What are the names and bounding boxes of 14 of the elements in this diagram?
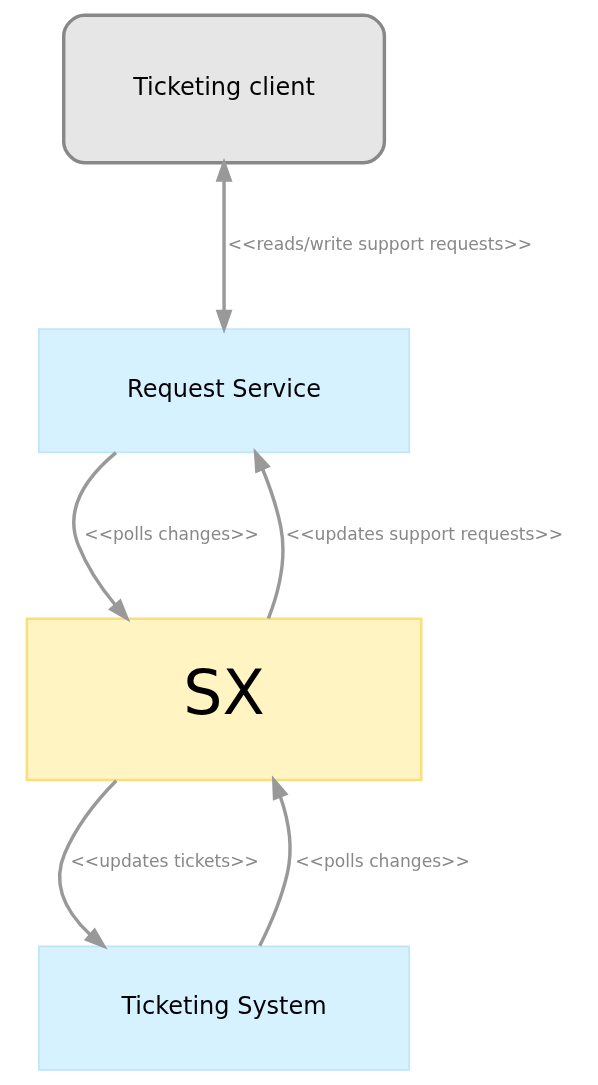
edge-label: <<polls changes>> bbox=[83, 523, 259, 544]
edge-label: <<updates support requests>> bbox=[285, 523, 563, 544]
edge-label: <<updates tickets>> bbox=[70, 851, 259, 872]
arrow bbox=[57, 779, 117, 950]
node-box: SX bbox=[25, 617, 423, 782]
node-box: Request Service bbox=[37, 328, 410, 454]
edge-label: <<polls changes>> bbox=[294, 851, 470, 872]
node-box: Ticketing System bbox=[37, 945, 410, 1071]
edge-label: <<reads/write support requests>> bbox=[227, 234, 532, 255]
node-box: Ticketing client bbox=[61, 13, 386, 165]
arrow bbox=[215, 157, 232, 334]
arrow bbox=[71, 451, 130, 623]
arrow bbox=[253, 447, 285, 620]
arrow bbox=[257, 775, 292, 947]
